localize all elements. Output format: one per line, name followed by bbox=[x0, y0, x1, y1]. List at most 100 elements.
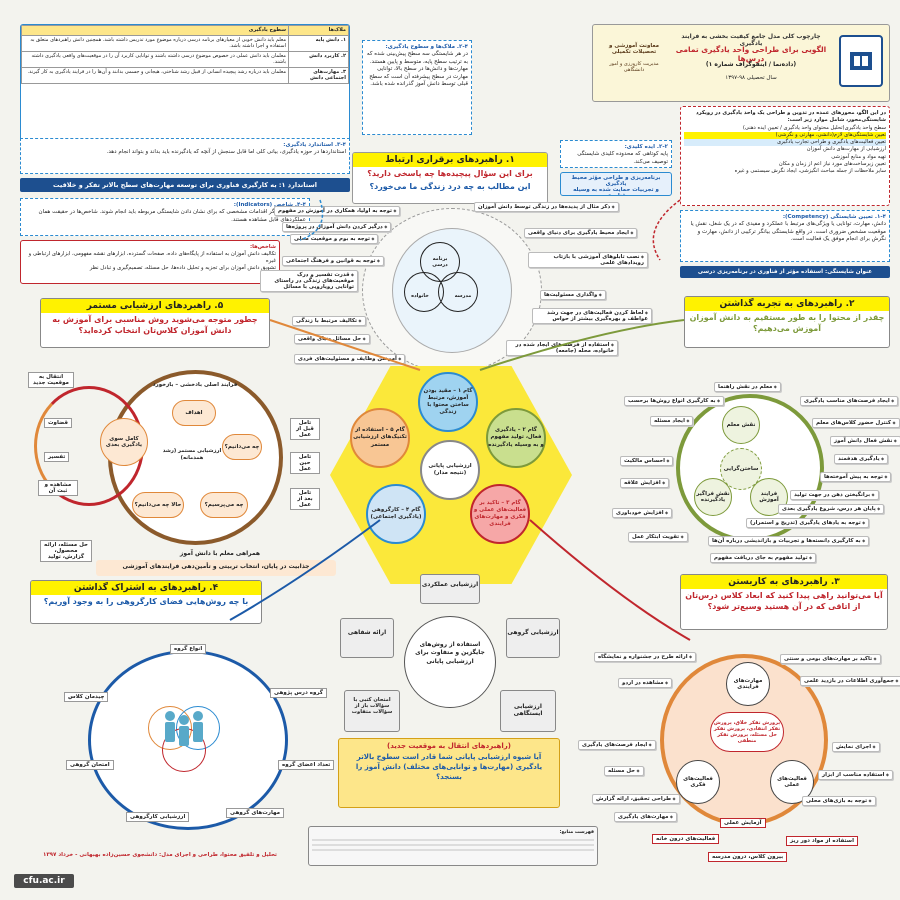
header-line2: الگویی برای طراحی واحد یادگیری تمامی درس… bbox=[675, 45, 827, 63]
step1-circle: گام ۱ – مقید بودن آموزش، مرتبط ساختن محت… bbox=[418, 372, 478, 432]
s3-chip: توجه به بازی‌های محلی bbox=[802, 796, 876, 806]
s4-node: ارزشیابی کارگروهی bbox=[126, 812, 190, 822]
learning-standard-box: ۳-۴. استاندارد یادگیری: استانداردها در ح… bbox=[20, 138, 350, 174]
header-line4: سال تحصیلی ۹۸-۱۳۹۷ bbox=[725, 75, 777, 81]
s2-chip: نقش فعال دانش آموز bbox=[830, 436, 900, 446]
footer-credit: تحلیل و تلفیق محتوا، طراحی و اجرای مدل: … bbox=[42, 852, 278, 858]
table-row: ۳. مهارت‌های اجتماعی دانش معلمان باید در… bbox=[21, 66, 349, 84]
s4-node: مهارت‌های گروهی bbox=[226, 808, 285, 818]
final-question-box: (راهبردهای انتقال به موقعیت جدید) آیا شی… bbox=[338, 738, 560, 808]
strategy5-header: ۵. راهبردهای ارزشیابی مستمر چطور متوجه م… bbox=[40, 298, 270, 348]
s3-chip: تاکید بر مهارت‌های بومی و سنتی bbox=[780, 654, 881, 664]
strategy5-question: چطور متوجه می‌شوید روش مناسبی برای آموزش… bbox=[52, 315, 258, 335]
s1-chip: نصب تابلوهای آموزشی با بازتاب رویدادهای … bbox=[528, 252, 648, 268]
indicators-list-box: شاخص‌ها: تکالیف دانش آموزان به استفاده ا… bbox=[20, 240, 280, 284]
final-question: آیا شیوه ارزشیابی پایانی شما قادر است سط… bbox=[355, 753, 543, 781]
design-axis-item: تعیین زیرساخت‌های مورد نیاز اعم از زمان … bbox=[778, 160, 886, 167]
strategy1-title: ۱. راهبردهای برقراری ارتباط bbox=[353, 153, 547, 167]
s2-chip: ایجاد فرصت‌های مناسب یادگیری bbox=[800, 396, 899, 406]
s4-node: چیدمان کلاس bbox=[64, 692, 109, 702]
s1-chip: ذکر مثال از پدیده‌ها در زندگی توسط دانش … bbox=[474, 202, 619, 212]
strategy1-question1: برای این سؤال پیچیده‌ها چه پاسخی دارید؟ bbox=[367, 169, 533, 178]
s2-chip: به کارگیری انواع روش‌ها برحسب bbox=[624, 396, 725, 406]
s1-chip: استفاده از فرصت‌های ایجاد شده در خانواده… bbox=[506, 340, 618, 356]
design-axis-item: تهیه مواد و منابع آموزشی bbox=[831, 153, 886, 160]
context-box: برنامه‌ریزی و طراحی مؤثر محیط یادگیری و … bbox=[560, 172, 672, 196]
s3-sub2: استفاده از مواد دور ریز bbox=[786, 836, 858, 846]
footer-logo[interactable]: cfu.ac.ir bbox=[14, 874, 74, 888]
s2-chip: افزایش علاقه bbox=[620, 478, 670, 488]
ref-line bbox=[312, 838, 594, 841]
s5-cycle-title: فرایند اصلی بادخشی – بازخورد bbox=[152, 382, 238, 388]
s3-chip: استفاده مناسب از ابزار bbox=[818, 770, 893, 780]
s1-chip: تکالیف مرتبط با زندگی bbox=[292, 316, 366, 326]
s2-chip: احساس مالکیت bbox=[620, 456, 674, 466]
design-axes-intro: در این الگو، محورهای عمده در تدوین و طرا… bbox=[696, 110, 886, 124]
s2-chip: افزایش خودباوری bbox=[612, 508, 673, 518]
s5-left-label: تفسیر bbox=[44, 452, 70, 462]
s3-chip: اجرای نمایش bbox=[832, 742, 880, 752]
university-emblem-icon bbox=[850, 52, 872, 70]
step4-circle: گام ۴ – کارگروهی (یادگیری اجتماعی) bbox=[366, 484, 426, 544]
final-top: ارزشیابی عملکردی bbox=[420, 574, 480, 604]
table-row: ۱. دانش پایه معلم باید دانش خوبی از معیا… bbox=[21, 34, 349, 52]
competency-box: ۱-۴. تعیین شایستگی (Competency): دانش، م… bbox=[680, 210, 890, 262]
group-people-icon bbox=[165, 711, 203, 746]
design-axis-item: سطح واحد یادگیری(تحلیل محتوای واحد یادگی… bbox=[742, 124, 886, 131]
competency-title: ۱-۴. تعیین شایستگی (Competency): bbox=[782, 214, 886, 220]
s3-inner-left: فعالیت‌های فکری bbox=[676, 760, 720, 804]
s5-cycle-center: ارزشیابی مستمر (رشد همدمانه) bbox=[162, 448, 222, 461]
design-axis-item: سایر ملاحظات از جمله مباحث انگیزشی، ایجا… bbox=[734, 168, 886, 175]
level-name: ۳. مهارت‌های اجتماعی دانش bbox=[288, 66, 349, 84]
header-ministry: معاونت آموزشی و تحصیلات تکمیلی bbox=[608, 43, 659, 55]
learning-levels-table: ملاک‌ها سطوح یادگیری ۱. دانش پایه معلم ب… bbox=[20, 24, 350, 144]
key-idea-text: پایه کوتاهی که محدوده کلیدی شایستگی توصی… bbox=[577, 151, 668, 165]
competency-text: دانش، مهارت، توانایی یا ویژگی‌های مرتبط … bbox=[690, 221, 886, 243]
criteria-title: ۲-۴. ملاک‌ها و سطوح یادگیری: bbox=[385, 44, 469, 50]
strategy2-title: ۲. راهبردهای به تجربه گذاشتن bbox=[685, 297, 889, 311]
s5-left-label: قضاوت bbox=[44, 418, 73, 428]
s1-chip: قدرت تفسیر و درک موقعیت‌های زندگی در راس… bbox=[260, 270, 358, 292]
s3-sub3: بیرون کلاس، درون مدرسه bbox=[708, 852, 788, 862]
s3-chip: مهارت‌های یادگیری bbox=[614, 812, 677, 822]
s1-chip: لحاظ کردن فعالیت‌های در جهت رشد عواطف و … bbox=[532, 308, 652, 324]
strategy1-header: ۱. راهبردهای برقراری ارتباط برای این سؤا… bbox=[352, 152, 548, 204]
standard-box-text: استانداردها در حوزه یادگیری، بیانی کلی ا… bbox=[106, 149, 346, 156]
s4-node: انواع گروه bbox=[170, 644, 207, 654]
context-line2: و تجربیات حمایت شده به وسیله فناوری bbox=[573, 187, 659, 196]
s5-cycle-now: حالا چه می‌دانیم؟ bbox=[132, 492, 184, 518]
strategy3-question: آیا می‌توانید راهی پیدا کنید که ابعاد کل… bbox=[685, 591, 883, 611]
design-axis-item: تعیین شایستگی‌های لازم(دانشی، مهارتی و ن… bbox=[684, 131, 886, 140]
final-center: استفاده از روش‌های جایگزین و متفاوت برای… bbox=[404, 616, 496, 708]
level-name: ۱. دانش پایه bbox=[288, 34, 349, 52]
s1-chip: درگیر کردن دانش آموزان در پروژه‌ها bbox=[282, 222, 392, 232]
s1-chip: توجه به قوانین و فرهنگ اجتماعی bbox=[282, 256, 384, 266]
level-text: معلم باید دانش خوبی از معیارهای برنامه د… bbox=[21, 34, 289, 52]
s2-inner-teacher: نقش معلم bbox=[722, 406, 760, 444]
header-line1: چارچوب کلی مدل جامع کیفیت بخشی به فرایند… bbox=[681, 33, 821, 47]
s5-right-label: تامل قبل از عمل bbox=[290, 418, 320, 440]
level-name: ۲. کاربرد دانش bbox=[288, 50, 349, 68]
context-line1: برنامه‌ریزی و طراحی مؤثر محیط یادگیری bbox=[571, 175, 661, 187]
indicators-def-text: شاخص‌ها، بیانگر اقدامات مشخصی که برای نش… bbox=[38, 209, 306, 223]
s5-left-label: انتقال به موقعیت جدید bbox=[28, 372, 74, 388]
strategy2-question: چقدر از محتوا را به طور مستقیم به دانش آ… bbox=[689, 313, 885, 333]
s1-chip: توجه به بوم و موقعیت محلی bbox=[290, 234, 379, 244]
s2-chip: به کارگیری دانسته‌ها و تجربیات و بازاندی… bbox=[708, 536, 870, 546]
header-office: مدیریت کارورزی و امور دانشگاهی bbox=[609, 61, 659, 73]
hexagon-center: ارزشیابی پایانی (نتیجه مدار) bbox=[420, 440, 480, 500]
s2-chip: تقویت ابتکار عمل bbox=[628, 532, 688, 542]
indicators-definition-box: ۴-۴. شاخص (Indicators): شاخص‌ها، بیانگر … bbox=[20, 198, 310, 236]
s3-sub1: فعالیت‌های درون خانه bbox=[652, 834, 720, 844]
s2-chip: توجه به یادهای یادگیری (تدریج و استمرار) bbox=[746, 518, 870, 528]
step1-text: گام ۱ – مقید بودن آموزش، مرتبط ساختن محت… bbox=[423, 387, 473, 416]
hexagon-center-text: ارزشیابی پایانی (نتیجه مدار) bbox=[428, 462, 472, 476]
indicators-title: شاخص‌ها: bbox=[249, 244, 276, 250]
s3-chip: ایجاد فرصت‌های یادگیری bbox=[578, 740, 656, 750]
step5-text: گام ۵ – استفاده از تکنیک‌های ارزشیابی مس… bbox=[353, 427, 407, 448]
strategy1-question2: این مطالب به چه درد زندگی ما می‌خورد؟ bbox=[369, 181, 531, 191]
s2-chip: برانگیختن ذهن در جهت تولید bbox=[790, 490, 879, 500]
s2-chip: ایجاد مسئله bbox=[650, 416, 694, 426]
standard-banner: استاندارد ۱: به کارگیری فناوری برای توسع… bbox=[20, 178, 350, 192]
s5-last-label: حل مسئله، ارائه محصول، گزارش، تولید bbox=[40, 540, 92, 562]
